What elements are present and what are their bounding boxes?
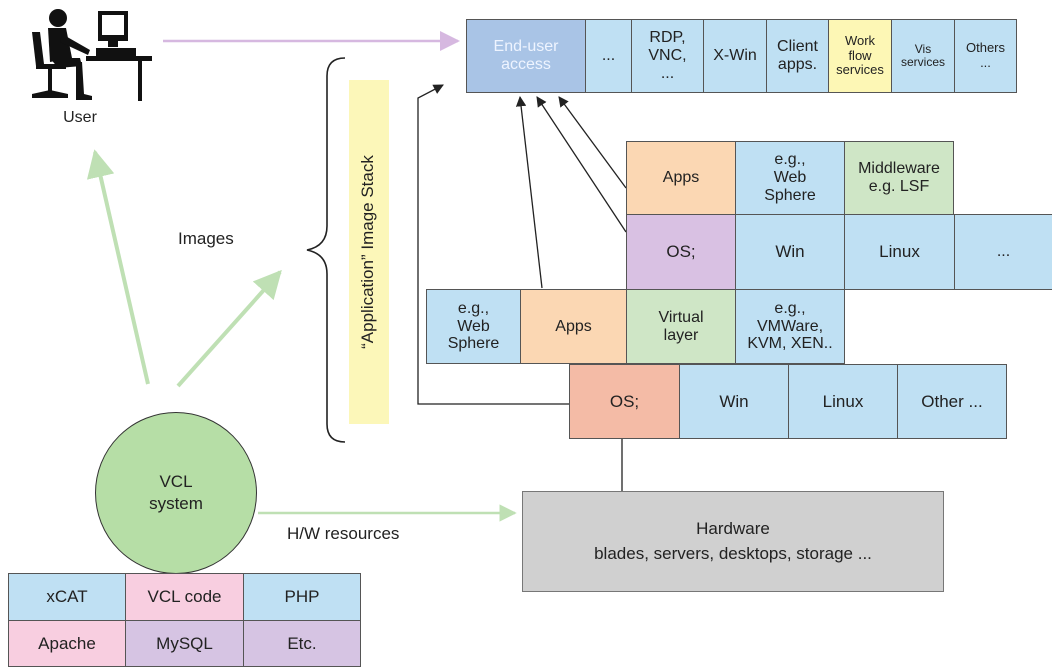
component-mysql[interactable]: MySQL xyxy=(125,620,244,667)
lower-win-box[interactable]: Win xyxy=(679,364,789,439)
vis-services-box[interactable]: Vis services xyxy=(891,19,955,93)
component-xcat[interactable]: xCAT xyxy=(8,573,126,621)
vcl-system-node[interactable]: VCL system xyxy=(95,412,257,574)
lower-apps-to-access-arrow xyxy=(515,95,543,289)
vcl-to-images-arrow xyxy=(176,269,282,388)
virtual-layer-box[interactable]: Virtual layer xyxy=(626,289,736,364)
image-stack-label-bar xyxy=(349,80,389,424)
hardware-box[interactable]: Hardware blades, servers, desktops, stor… xyxy=(522,491,944,592)
upper-os-box[interactable]: OS; xyxy=(626,214,736,290)
xwin-box[interactable]: X-Win xyxy=(703,19,767,93)
vmware-box[interactable]: e.g., VMWare, KVM, XEN.. xyxy=(735,289,845,364)
component-vcl-code[interactable]: VCL code xyxy=(125,573,244,621)
component-php[interactable]: PHP xyxy=(243,573,361,621)
images-label: Images xyxy=(178,229,234,248)
lower-linux-box[interactable]: Linux xyxy=(788,364,898,439)
user-desk-icon xyxy=(32,9,152,101)
component-apache[interactable]: Apache xyxy=(8,620,126,667)
workflow-services-box[interactable]: Work flow services xyxy=(828,19,892,93)
others-box[interactable]: Others ... xyxy=(954,19,1017,93)
stack-brace xyxy=(306,57,346,443)
lower-os-box[interactable]: OS; xyxy=(569,364,680,439)
os-to-access-line xyxy=(417,84,569,405)
upper-linux-box[interactable]: Linux xyxy=(844,214,955,290)
lower-apps-box[interactable]: Apps xyxy=(520,289,627,364)
top-ellipsis-box[interactable]: ... xyxy=(585,19,632,93)
end-user-access-box[interactable]: End-user access xyxy=(466,19,586,93)
lower-websphere-box[interactable]: e.g., Web Sphere xyxy=(426,289,521,364)
upper-websphere-box[interactable]: e.g., Web Sphere xyxy=(735,141,845,215)
middleware-box[interactable]: Middleware e.g. LSF xyxy=(844,141,954,215)
vcl-to-user-arrow xyxy=(86,149,150,385)
hw-resources-label: H/W resources xyxy=(287,524,400,543)
client-apps-box[interactable]: Client apps. xyxy=(766,19,829,93)
upper-apps-to-access-arrow xyxy=(558,96,627,189)
vcl-system-label: VCL system xyxy=(149,471,203,513)
rdp-vnc-box[interactable]: RDP, VNC, ... xyxy=(631,19,704,93)
image-stack-label: “Application” Image Stack xyxy=(358,155,377,349)
component-etc[interactable]: Etc. xyxy=(243,620,361,667)
upper-win-box[interactable]: Win xyxy=(735,214,845,290)
upper-apps-box[interactable]: Apps xyxy=(626,141,736,215)
user-label: User xyxy=(63,109,97,126)
upper-os-to-access-arrow xyxy=(536,96,627,233)
upper-more-box[interactable]: ... xyxy=(954,214,1052,290)
lower-other-box[interactable]: Other ... xyxy=(897,364,1007,439)
